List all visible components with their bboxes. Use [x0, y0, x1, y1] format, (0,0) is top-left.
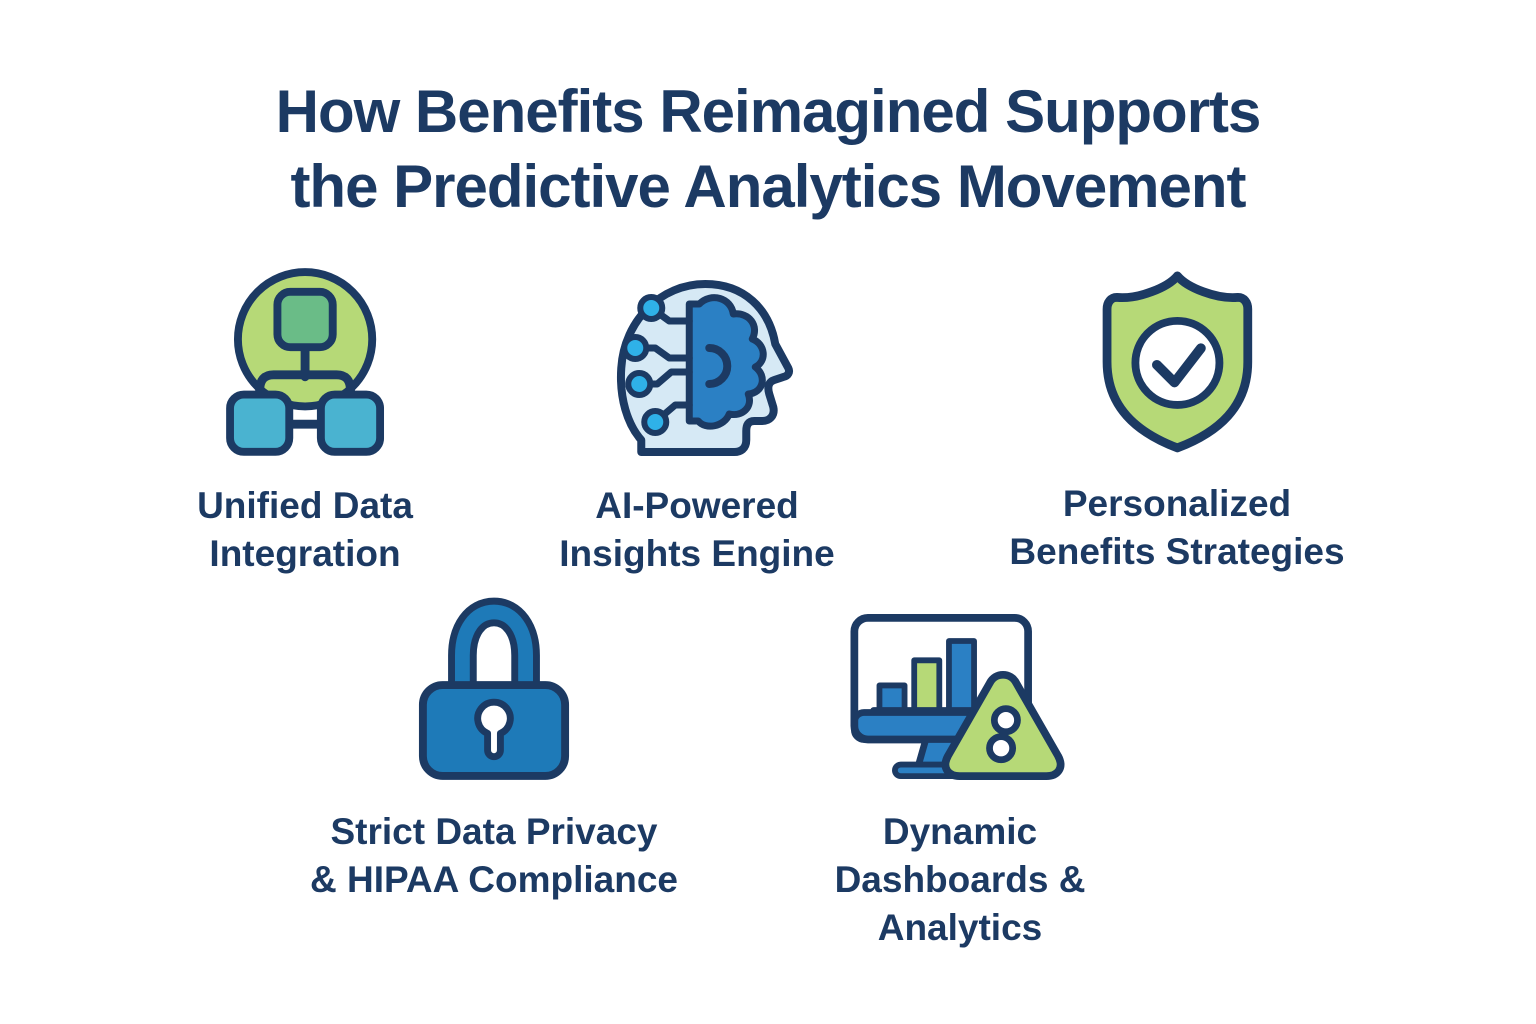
alert-node-bottom	[986, 733, 1017, 764]
checkmark	[1151, 343, 1206, 388]
page-title-line-1: How Benefits Reimagined Supports	[275, 78, 1262, 145]
circuit-node-1	[637, 294, 665, 322]
feature-dynamic-dashboards: Dynamic Dashboards & Analytics	[835, 612, 1086, 952]
feature-data-privacy: Strict Data Privacy & HIPAA Compliance	[310, 596, 678, 904]
padlock-icon	[418, 597, 570, 780]
label-line: Dynamic	[882, 811, 1038, 852]
label-line: & HIPAA Compliance	[310, 859, 678, 900]
shield-checkmark-icon	[1102, 271, 1252, 453]
dashboard-alert-icon	[850, 613, 1065, 781]
label-line: Strict Data Privacy	[330, 811, 658, 852]
network-parent-node	[273, 287, 337, 352]
feature-ai-powered-insights: AI-Powered Insights Engine	[559, 264, 835, 578]
circuit-node-3	[625, 370, 653, 398]
chart-bar-3	[946, 638, 978, 714]
alert-node-top	[991, 705, 1022, 736]
chart-bar-2	[911, 657, 943, 714]
keyhole	[474, 698, 514, 761]
feature-label-unified-data: Unified Data Integration	[197, 482, 413, 578]
page-title-line-2: the Predictive Analytics Movement	[290, 153, 1246, 220]
network-bracket-line	[255, 370, 355, 407]
feature-label-ai-powered: AI-Powered Insights Engine	[559, 482, 834, 578]
brain-notch	[705, 344, 731, 388]
feature-label-dashboards: Dynamic Dashboards & Analytics	[835, 808, 1086, 952]
label-line: Unified Data	[197, 485, 413, 526]
ai-head-circuit-icon	[616, 280, 793, 456]
feature-personalized-benefits: Personalized Benefits Strategies	[1009, 262, 1345, 576]
feature-label-data-privacy: Strict Data Privacy & HIPAA Compliance	[310, 808, 678, 904]
label-line: Integration	[209, 533, 401, 574]
shield-inner-circle	[1131, 316, 1223, 409]
network-integration-icon	[225, 268, 384, 456]
circuit-node-2	[621, 334, 649, 362]
chart-bar-1	[876, 682, 908, 714]
feature-label-personalized: Personalized Benefits Strategies	[1009, 480, 1344, 576]
page-title: How Benefits Reimagined Supports the Pre…	[0, 74, 1536, 224]
label-line: Dashboards &	[834, 859, 1086, 900]
padlock-shackle	[454, 604, 534, 695]
network-child-node-left	[225, 390, 294, 456]
label-line: Insights Engine	[559, 533, 835, 574]
label-line: Analytics	[877, 907, 1043, 948]
network-child-node-right	[316, 390, 384, 456]
feature-unified-data-integration: Unified Data Integration	[197, 262, 413, 578]
circuit-node-4	[641, 408, 669, 436]
label-line: Benefits Strategies	[1009, 531, 1345, 572]
label-line: AI-Powered	[595, 485, 799, 526]
label-line: Personalized	[1062, 483, 1292, 524]
